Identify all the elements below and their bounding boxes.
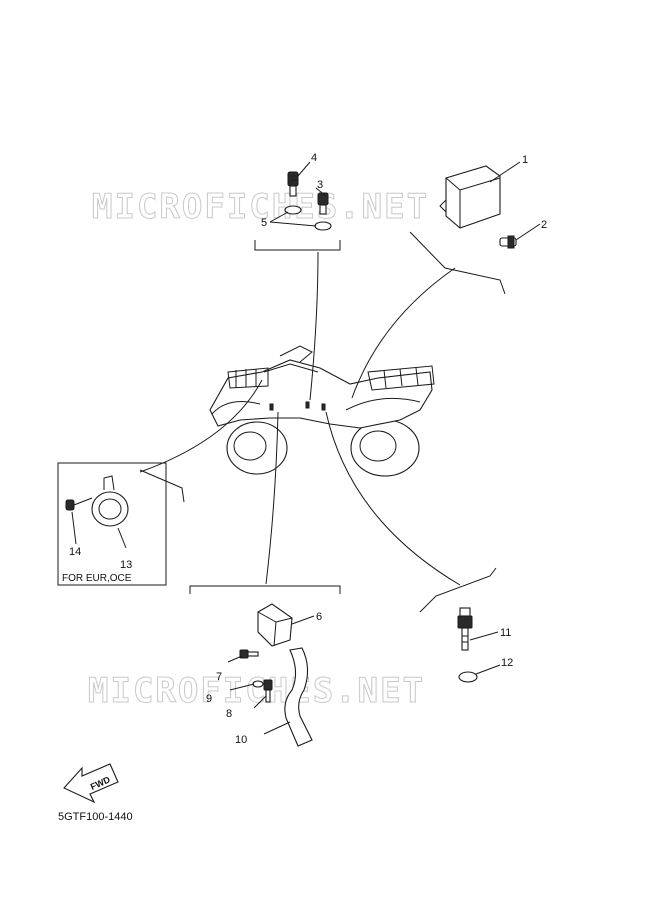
diagram-code: 5GTF100-1440 <box>58 811 133 823</box>
callout-4: 4 <box>311 152 317 164</box>
sensor-group-bottom-right <box>419 567 501 683</box>
bolt-part-7[interactable] <box>239 649 259 659</box>
module-group-top-right <box>409 161 541 295</box>
callout-3: 3 <box>317 179 323 191</box>
watermark-bottom: MICROFICHES.NET <box>88 671 425 711</box>
callout-6: 6 <box>316 611 322 623</box>
washer-part-12[interactable] <box>458 671 478 683</box>
sensor-group-bottom-center <box>189 585 341 747</box>
washer-part-9[interactable] <box>252 680 264 688</box>
cdi-unit-part-1[interactable] <box>439 165 501 229</box>
callout-1: 1 <box>522 154 528 166</box>
callout-13: 13 <box>120 559 132 571</box>
inset-note: FOR EUR,OCE <box>62 573 132 584</box>
callout-7: 7 <box>216 671 222 683</box>
bolt-part-8[interactable] <box>263 679 273 703</box>
hose-part-10[interactable] <box>284 647 313 747</box>
callout-11: 11 <box>500 627 511 639</box>
bolt-part-3[interactable] <box>317 192 329 215</box>
callout-12: 12 <box>501 657 513 669</box>
callout-9: 9 <box>206 693 212 705</box>
callout-8: 8 <box>226 708 232 720</box>
callout-10: 10 <box>235 734 247 746</box>
washer-part-5b[interactable] <box>314 221 332 231</box>
washer-part-5a[interactable] <box>284 205 302 215</box>
bolt-part-4[interactable] <box>287 171 299 197</box>
callout-2: 2 <box>541 219 547 231</box>
watermark-top: MICROFICHES.NET <box>92 187 429 227</box>
inset-frame <box>57 462 167 586</box>
fwd-arrow-icon: FWD <box>63 763 119 804</box>
fastener-group-top <box>254 161 341 251</box>
component-part-6[interactable] <box>257 603 293 647</box>
callout-14: 14 <box>69 546 81 558</box>
horn-inset: FOR EUR,OCE <box>57 462 185 586</box>
callout-5: 5 <box>261 217 267 229</box>
atv-body-illustration <box>209 345 435 477</box>
horn-part-13[interactable] <box>91 475 129 527</box>
sensor-part-11[interactable] <box>457 607 473 651</box>
bolt-part-14[interactable] <box>65 497 93 511</box>
bolt-part-2[interactable] <box>499 235 517 249</box>
